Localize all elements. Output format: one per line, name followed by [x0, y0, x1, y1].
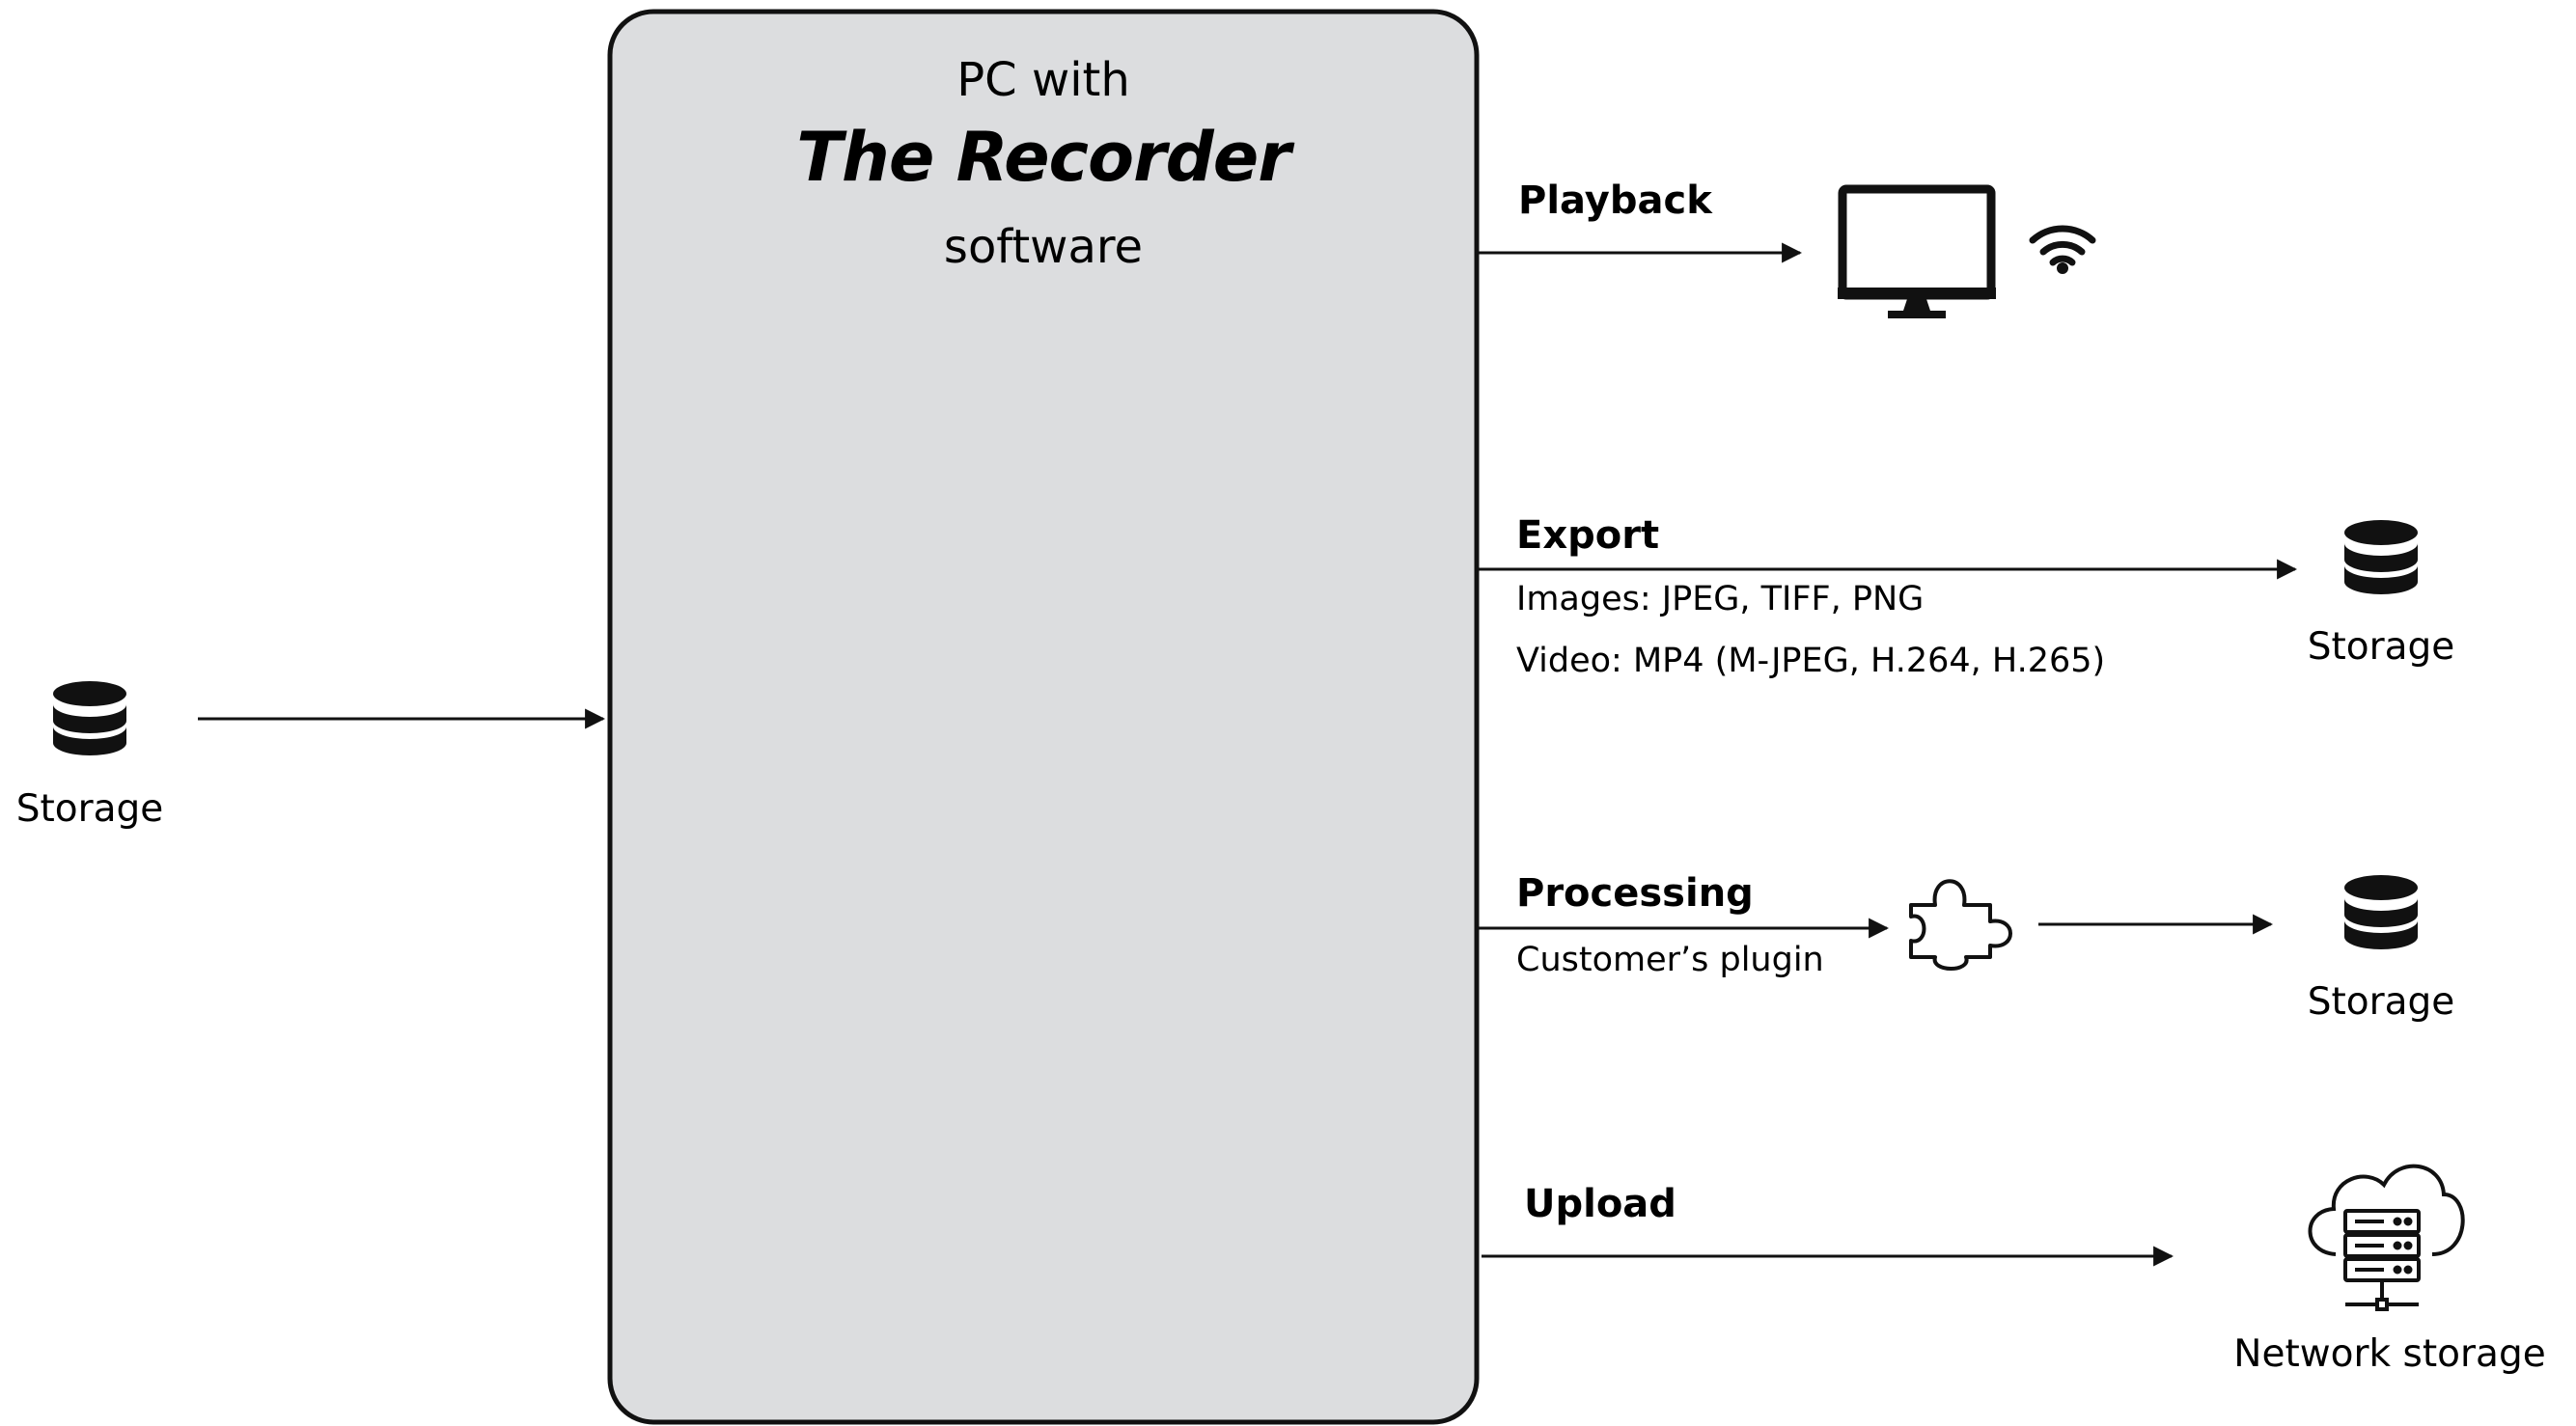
pc-box — [607, 9, 1480, 1425]
pc-box-title: The Recorder — [796, 118, 1291, 197]
processing-plugin-label: Customer’s plugin — [1516, 941, 1824, 979]
cloud-server-icon — [2308, 1164, 2465, 1311]
network-storage-label: Network storage — [2233, 1332, 2546, 1376]
pc-box-line3: software — [943, 220, 1144, 274]
processing-storage-label: Storage — [2307, 980, 2455, 1024]
processing-database-icon — [2344, 875, 2418, 949]
monitor-icon — [1838, 184, 1996, 318]
export-storage-label: Storage — [2307, 625, 2455, 669]
export-database-icon — [2344, 520, 2418, 594]
export-title: Export — [1516, 513, 1660, 558]
upload-title: Upload — [1524, 1182, 1676, 1226]
playback-title: Playback — [1518, 178, 1712, 223]
puzzle-piece-icon — [1909, 879, 2012, 971]
export-video-formats: Video: MP4 (M-JPEG, H.264, H.265) — [1516, 642, 2106, 680]
wifi-icon — [2029, 225, 2096, 274]
input-database-icon — [53, 681, 126, 755]
pc-box-line1: PC with — [956, 53, 1130, 107]
export-images-formats: Images: JPEG, TIFF, PNG — [1516, 580, 1925, 618]
processing-title: Processing — [1516, 871, 1754, 916]
input-storage-label: Storage — [15, 787, 164, 831]
